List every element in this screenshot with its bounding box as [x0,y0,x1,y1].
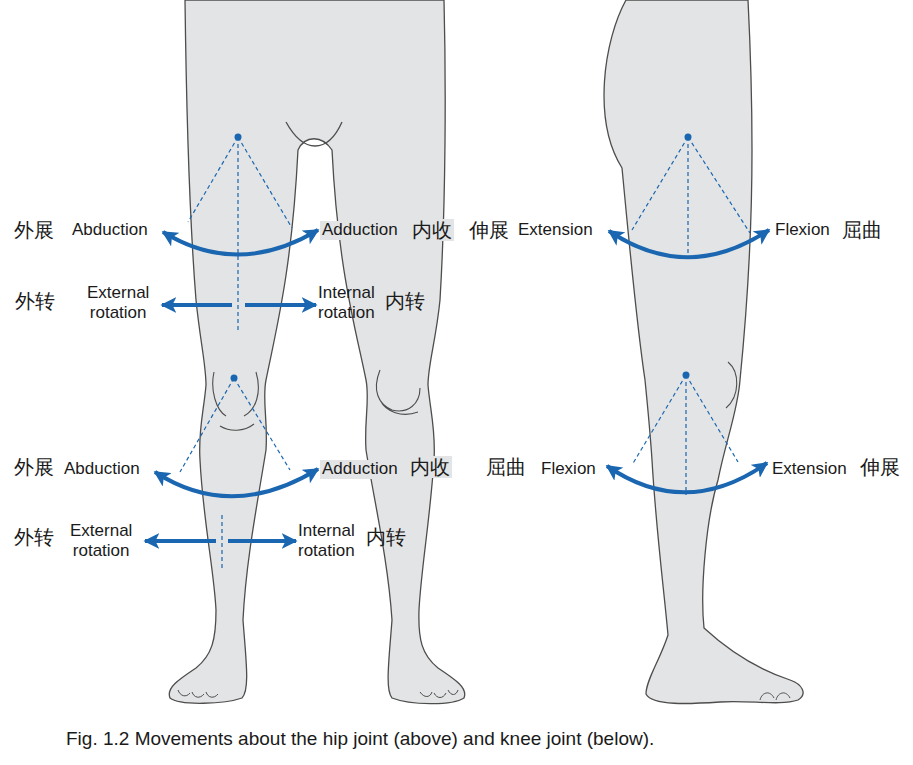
movement-label: Extension [516,221,595,240]
chinese-movement-label: 内收 [410,219,454,241]
movement-label: Internal rotation [296,521,357,562]
chinese-movement-label: 外展 [12,219,56,241]
chinese-movement-label: 内转 [364,526,408,548]
movement-label: Adduction [320,460,400,479]
chinese-movement-label: 屈曲 [840,219,884,241]
kneecap [213,372,259,430]
toes [178,690,458,698]
movement-label: External rotation [68,521,134,562]
movement-label: Adduction [320,221,400,240]
side-leg [604,0,803,704]
chinese-movement-label: 外展 [12,456,56,478]
toes [760,693,790,700]
movement-label: Flexion [539,460,598,479]
movement-label: Abduction [62,460,142,479]
figure-caption: Fig. 1.2 Movements about the hip joint (… [66,728,654,750]
movement-label: Extension [770,460,849,479]
chinese-movement-label: 内收 [408,456,452,478]
chinese-movement-label: 外转 [12,526,56,548]
chinese-movement-label: 伸展 [858,456,902,478]
knee-crease [726,362,737,408]
chinese-movement-label: 屈曲 [484,456,528,478]
movement-label: External rotation [85,283,151,324]
front-legs [169,0,465,704]
chinese-movement-label: 伸展 [467,219,511,241]
kneecap [376,370,420,414]
chinese-movement-label: 内转 [383,290,427,312]
movement-label: Flexion [773,221,832,240]
groin-line [286,122,342,146]
chinese-movement-label: 外转 [13,290,57,312]
movement-label: Abduction [70,221,150,240]
movement-label: Internal rotation [316,283,377,324]
